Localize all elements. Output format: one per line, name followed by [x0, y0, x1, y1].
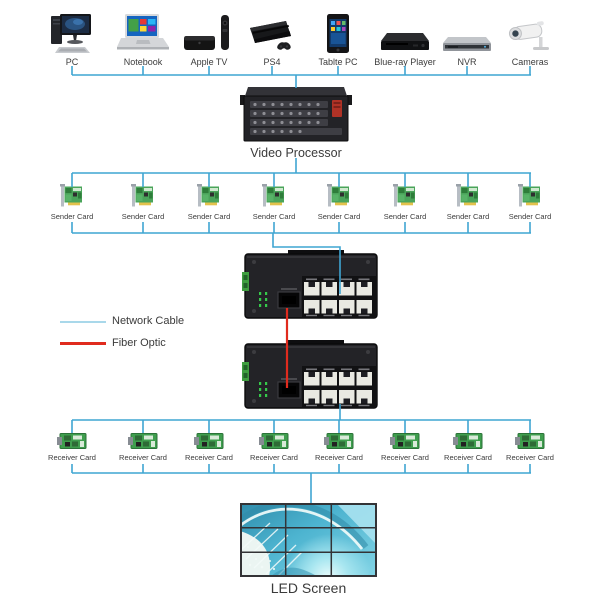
- sender-card-label: Sender Card: [50, 212, 94, 221]
- legend-fiber-optic-line: [60, 342, 106, 345]
- legend-network-cable-label: Network Cable: [112, 315, 185, 327]
- receiver-card-label: Receiver Card: [315, 453, 363, 462]
- sender-card-label: Sender Card: [252, 212, 296, 221]
- receiver-card-icon: [259, 433, 289, 449]
- receiver-card-label: Receiver Card: [250, 453, 298, 462]
- sender-card-label: Sender Card: [383, 212, 427, 221]
- device-cameras: Cameras: [485, 12, 575, 67]
- apple-tv-icon: [184, 15, 229, 50]
- legend-fiber-optic-label: Fiber Optic: [112, 337, 166, 349]
- fiber-switch-bottom: [242, 340, 378, 409]
- sender-card-7: Sender Card: [433, 184, 503, 221]
- device-label: Blue-ray Player: [374, 57, 436, 67]
- receiver-card-4: Receiver Card: [239, 432, 309, 462]
- receiver-card-label: Receiver Card: [444, 453, 492, 462]
- sender-card-icon: [518, 184, 540, 207]
- device-label: Notebook: [123, 57, 163, 67]
- video-processor-label: Video Processor: [250, 146, 342, 160]
- receiver-card-8: Receiver Card: [495, 432, 565, 462]
- sender-card-6: Sender Card: [370, 184, 440, 221]
- sender-card-2: Sender Card: [108, 184, 178, 221]
- device-apple-tv: Apple TV: [164, 12, 254, 67]
- sender-card-label: Sender Card: [508, 212, 552, 221]
- desktop-pc-icon: [51, 14, 91, 53]
- receiver-card-icon: [57, 433, 87, 449]
- receiver-card-2: Receiver Card: [108, 432, 178, 462]
- sender-card-label: Sender Card: [446, 212, 490, 221]
- sender-card-icon: [327, 184, 349, 207]
- receiver-card-icon: [515, 433, 545, 449]
- led-screen-label: LED Screen: [270, 580, 347, 596]
- cctv-camera-icon: [508, 21, 549, 50]
- video-processor: [240, 87, 352, 142]
- device-tablet-pc: Tablte PC: [293, 12, 383, 67]
- sender-card-label: Sender Card: [187, 212, 231, 221]
- laptop-icon: [117, 14, 169, 50]
- nvr-icon: [443, 37, 491, 51]
- receiver-card-label: Receiver Card: [48, 453, 96, 462]
- device-label: Apple TV: [190, 57, 228, 67]
- sender-card-4: Sender Card: [239, 184, 309, 221]
- sender-card-icon: [393, 184, 415, 207]
- fiber-switch-top: [242, 250, 378, 319]
- receiver-card-icon: [390, 433, 420, 449]
- device-label: PS4: [263, 57, 281, 67]
- sender-card-icon: [262, 184, 284, 207]
- receiver-card-5: Receiver Card: [304, 432, 374, 462]
- receiver-card-icon: [324, 433, 354, 449]
- receiver-card-icon: [194, 433, 224, 449]
- device-bluray-player: Blue-ray Player: [360, 12, 450, 67]
- sender-card-icon: [131, 184, 153, 207]
- device-pc: PC: [27, 12, 117, 67]
- device-label: Tablte PC: [318, 57, 358, 67]
- sender-card-1: Sender Card: [37, 184, 107, 221]
- device-label: Cameras: [511, 57, 549, 67]
- sender-card-3: Sender Card: [174, 184, 244, 221]
- tablet-icon: [327, 14, 349, 53]
- legend-network-cable-line: [60, 321, 106, 323]
- sender-card-icon: [197, 184, 219, 207]
- receiver-card-6: Receiver Card: [370, 432, 440, 462]
- receiver-card-icon: [453, 433, 483, 449]
- receiver-card-icon: [128, 433, 158, 449]
- device-notebook: Notebook: [98, 12, 188, 67]
- sender-card-icon: [60, 184, 82, 207]
- receiver-card-label: Receiver Card: [506, 453, 554, 462]
- sender-card-label: Sender Card: [317, 212, 361, 221]
- receiver-card-label: Receiver Card: [185, 453, 233, 462]
- device-ps4: PS4: [227, 12, 317, 67]
- sender-card-8: Sender Card: [495, 184, 565, 221]
- receiver-card-3: Receiver Card: [174, 432, 244, 462]
- receiver-card-label: Receiver Card: [119, 453, 167, 462]
- device-label: PC: [65, 57, 79, 67]
- bluray-player-icon: [381, 33, 429, 50]
- device-nvr: NVR: [422, 12, 512, 67]
- device-label: NVR: [457, 57, 477, 67]
- sender-card-label: Sender Card: [121, 212, 165, 221]
- game-console-icon: [250, 21, 291, 50]
- receiver-card-1: Receiver Card: [37, 432, 107, 462]
- sender-card-5: Sender Card: [304, 184, 374, 221]
- receiver-card-7: Receiver Card: [433, 432, 503, 462]
- receiver-card-label: Receiver Card: [381, 453, 429, 462]
- led-screen: [240, 503, 377, 577]
- sender-card-icon: [456, 184, 478, 207]
